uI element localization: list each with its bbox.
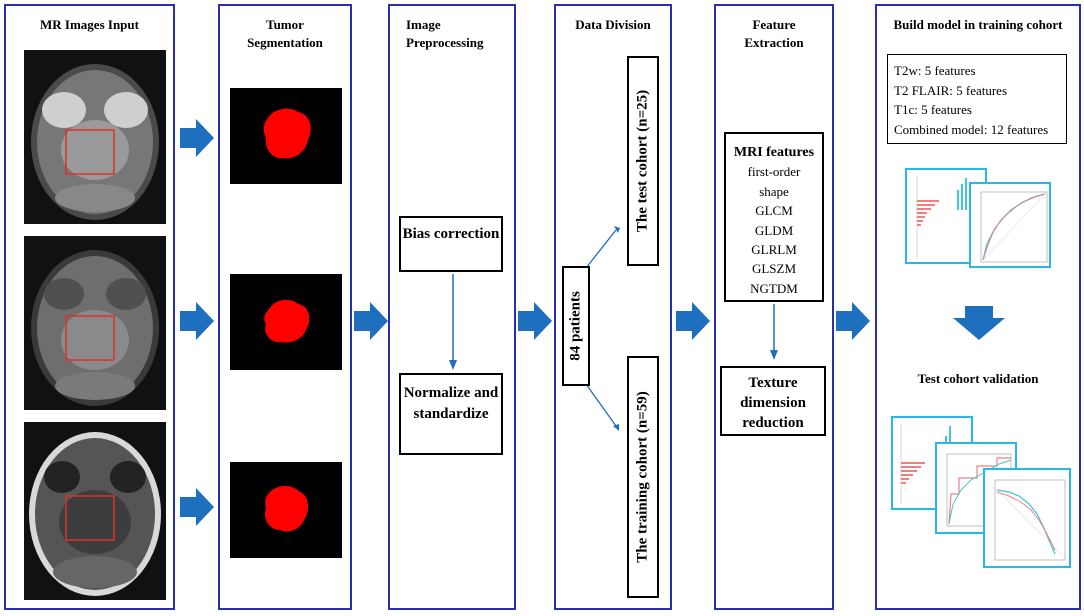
feature-item: GLRLM <box>751 242 797 258</box>
brain-mri-image-t2w <box>24 50 166 224</box>
feature-item: first-order <box>747 164 801 180</box>
panel-feature-extraction: Feature Extraction MRI features first-or… <box>714 4 834 610</box>
panel-title: MR Images Input <box>40 17 139 32</box>
feature-item: GLCM <box>755 203 793 219</box>
chart-thumbnail <box>983 468 1071 568</box>
chart-thumbnail <box>969 182 1051 268</box>
bias-correction-label: Bias correction <box>402 226 500 242</box>
right-arrow-icon <box>676 302 710 340</box>
right-arrow-icon <box>836 302 870 340</box>
bias-correction-box: Bias correction <box>399 216 503 272</box>
feature-summary-box: T2w: 5 features T2 FLAIR: 5 features T1c… <box>887 54 1067 144</box>
patients-label: 84 patients <box>567 291 584 361</box>
right-arrow-icon <box>518 302 552 340</box>
validation-title: Test cohort validation <box>917 371 1039 386</box>
panel-title: Tumor Segmentation <box>247 17 323 50</box>
panel-title: Data Division <box>575 17 651 32</box>
texture-reduction-box: Texture dimension reduction <box>720 366 826 436</box>
panel-title: Image Preprocessing <box>406 17 484 50</box>
summary-line: T2 FLAIR: 5 features <box>894 82 1008 98</box>
panel-title: Build model in training cohort <box>893 17 1063 32</box>
feature-item: shape <box>759 183 789 199</box>
normalize-standardize-box: Normalize and standardize <box>399 373 503 455</box>
feature-item: NGTDM <box>750 280 798 296</box>
panel-image-preprocessing: Image Preprocessing Bias correction Norm… <box>388 4 516 610</box>
test-cohort-box: The test cohort (n=25) <box>627 56 659 266</box>
panel-data-division: Data Division 84 patients The test cohor… <box>554 4 672 610</box>
texture-reduction-label: Texture dimension reduction <box>740 375 806 431</box>
right-arrow-icon <box>354 302 388 340</box>
mri-features-box: MRI features first-order shape GLCM GLDM… <box>724 132 824 302</box>
panel-tumor-segmentation: Tumor Segmentation <box>218 4 352 610</box>
right-arrow-icon <box>180 119 214 157</box>
right-arrow-icon <box>180 302 214 340</box>
test-cohort-label: The test cohort (n=25) <box>634 89 651 233</box>
summary-line: Combined model: 12 features <box>894 121 1049 137</box>
tumor-mask-image <box>230 462 342 558</box>
down-arrow-icon <box>953 306 1005 340</box>
right-arrow-icon <box>180 488 214 526</box>
summary-line: T2w: 5 features <box>894 63 976 78</box>
training-cohort-box: The training cohort (n=59) <box>627 356 659 598</box>
panel-title: Feature Extraction <box>744 17 804 50</box>
mri-features-heading: MRI features <box>733 145 815 160</box>
normalize-standardize-label: Normalize and standardize <box>403 385 499 422</box>
patients-box: 84 patients <box>562 266 590 386</box>
panel-build-model: Build model in training cohort T2w: 5 fe… <box>875 4 1081 610</box>
training-cohort-label: The training cohort (n=59) <box>634 391 651 563</box>
feature-item: GLDM <box>754 222 794 238</box>
summary-line: T1c: 5 features <box>894 102 972 117</box>
tumor-mask-image <box>230 274 342 370</box>
feature-item: GLSZM <box>751 261 797 277</box>
brain-mri-image-flair <box>24 236 166 410</box>
brain-mri-image-t1c <box>24 422 166 600</box>
tumor-mask-image <box>230 88 342 184</box>
